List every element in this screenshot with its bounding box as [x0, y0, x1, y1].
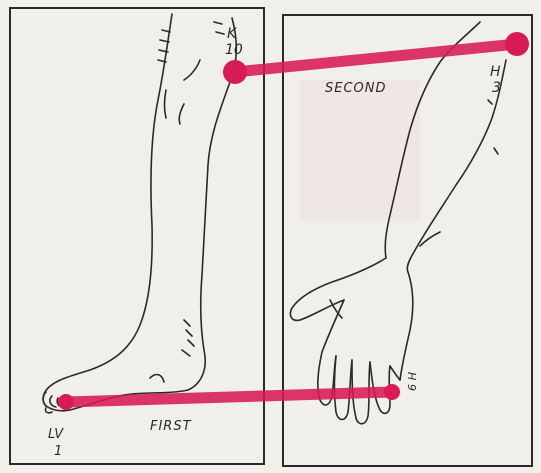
- point-marker-lv1: [58, 394, 74, 410]
- point-code-h-lower: H: [405, 372, 418, 380]
- connection-label-second: SECOND: [325, 81, 387, 96]
- connection-label-first: FIRST: [150, 419, 192, 434]
- point-number-9: 9: [405, 384, 418, 391]
- paper-stain: [300, 80, 420, 220]
- point-number-3: 3: [492, 80, 501, 96]
- point-marker-k10: [223, 60, 247, 84]
- point-number-1: 1: [54, 444, 62, 459]
- point-number-10: 10: [225, 42, 243, 58]
- point-code-h-upper: H: [490, 64, 501, 80]
- point-marker-h3: [505, 32, 529, 56]
- point-code-lv: LV: [48, 427, 64, 442]
- point-marker-h9: [384, 384, 400, 400]
